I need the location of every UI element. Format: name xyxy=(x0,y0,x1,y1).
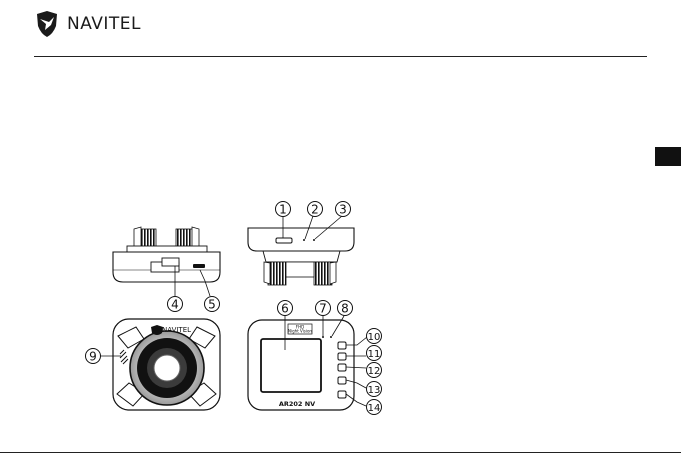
callout-10: 10 xyxy=(368,332,381,343)
callout-3: 3 xyxy=(339,203,347,217)
callout-7: 7 xyxy=(319,302,327,316)
display-screen xyxy=(261,339,321,392)
menu-button[interactable] xyxy=(338,342,346,349)
down-button[interactable] xyxy=(338,391,346,398)
callout-9: 9 xyxy=(89,350,97,364)
charging-indicator-icon xyxy=(330,336,332,338)
power-indicator-icon xyxy=(322,336,324,338)
memory-card-slot-icon xyxy=(276,238,292,243)
callout-4: 4 xyxy=(171,298,179,312)
footer-divider xyxy=(0,452,681,453)
callout-5: 5 xyxy=(208,298,216,312)
mode-button[interactable] xyxy=(338,353,346,360)
callout-6: 6 xyxy=(281,302,289,316)
up-button[interactable] xyxy=(338,377,346,384)
camera-bottom-view xyxy=(113,227,220,282)
callout-14: 14 xyxy=(368,403,381,414)
camera-front-view: NAVITEL xyxy=(113,319,220,410)
callout-1: 1 xyxy=(279,203,287,217)
callout-8: 8 xyxy=(341,302,349,316)
callout-12: 12 xyxy=(368,366,381,377)
callout-2: 2 xyxy=(311,203,319,217)
model-label: AR202 NV xyxy=(279,400,315,408)
ok-button[interactable] xyxy=(338,364,346,371)
camera-top-view xyxy=(248,228,354,285)
camera-brand-label: NAVITEL xyxy=(162,326,191,334)
screen-badge-line2: Night Vision xyxy=(288,329,312,334)
callout-11: 11 xyxy=(368,349,381,360)
camera-rear-view: FHD Night Vision AR202 NV xyxy=(248,320,354,410)
usb-port-icon xyxy=(193,264,205,268)
callout-13: 13 xyxy=(368,385,381,396)
